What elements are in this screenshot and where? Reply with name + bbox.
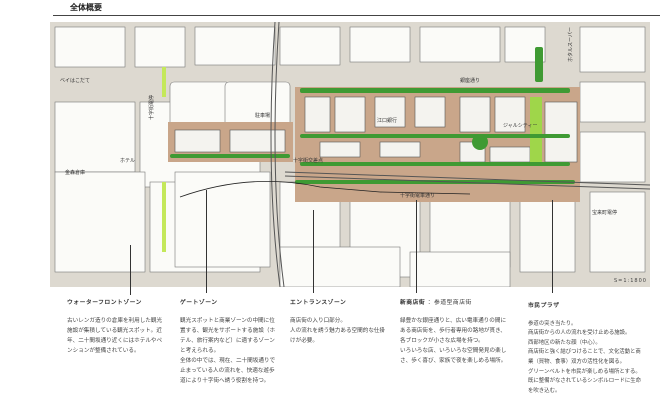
zone-description: 商店街の入り口部分。 人の流れを誘う魅力ある空間的な仕掛けが必要。 [290, 318, 386, 344]
leader-line [206, 190, 207, 293]
page-title: 全体概要 [70, 3, 102, 12]
leader-line [130, 245, 131, 295]
label-parking: 駐車場 [255, 112, 270, 119]
site-plan-map: ベイはこだて ホテル 金森倉庫 駐車場 銀座通り 江口銀行 ジャルシティー 十字… [50, 22, 650, 287]
zone-description: 参道の突き当たり。 商店街からの人の流れを受け止める施設。 西部地区の新たな顔（… [528, 320, 642, 394]
label-tram-street: 十字街電車通り [400, 192, 435, 199]
zone-title: 新商店街 [400, 300, 426, 306]
zone-title-row: 新商店街 ：参道型商店街 [400, 298, 508, 308]
title-rule [53, 15, 660, 16]
greenway-south [162, 182, 166, 252]
zone-new-shopping-street: 新商店街 ：参道型商店街 緑豊かな銀座通りと、広い電車通りの間にある商店街を、歩… [400, 298, 508, 366]
zone-gate: ゲートゾーン 観光スポットと商業ゾーンの中間に位置する、観光をサポートする施設（… [180, 298, 278, 386]
leader-line [416, 200, 417, 293]
zone-description: 緑豊かな銀座通りと、広い電車通りの間にある商店街を、歩行者専用の路地が貫き、各ブ… [400, 318, 507, 364]
leader-line [552, 200, 553, 293]
zone-description: 古いレンガ造りの倉庫を利用した観光施設が集積している観光スポット。近年、二十間坂… [67, 318, 163, 354]
label-super: ホタルスーパー [567, 27, 574, 62]
zone-subtitle: ：参道型商店街 [427, 300, 472, 306]
zone-title: ゲートゾーン [180, 300, 218, 306]
label-bank: 江口銀行 [377, 117, 397, 124]
label-ginza: 銀座通り [460, 77, 480, 84]
green-belt [530, 97, 542, 162]
label-hotel: ホテル [120, 158, 135, 164]
leader-line [313, 210, 314, 293]
label-jal: ジャルシティー [503, 123, 537, 129]
label-jujigai-stop: 十字街電停 [148, 95, 155, 120]
label-bay: ベイはこだて [60, 78, 90, 84]
tram-tracks [270, 22, 650, 287]
zone-title: ウォーターフロントゾーン [67, 300, 142, 306]
greenway-north [162, 67, 166, 97]
zone-title: エントランスゾーン [290, 300, 347, 306]
tree-rows [170, 47, 575, 184]
zone-title: 市民プラザ [528, 303, 560, 309]
zone-entrance: エントランスゾーン 商店街の入り口部分。 人の流れを誘う魅力ある空間的な仕掛けが… [290, 298, 390, 346]
buildings [174, 96, 578, 163]
zone-description: 観光スポットと商業ゾーンの中間に位置する、観光をサポートする施設（ホテル、旅行案… [180, 318, 276, 384]
zone-waterfront: ウォーターフロントゾーン 古いレンガ造りの倉庫を利用した観光施設が集積している観… [67, 298, 167, 356]
label-intersection: 十字街交差点 [293, 157, 323, 164]
map-scale: S=1:1800 [614, 278, 647, 284]
label-warehouse: 金森倉庫 [65, 169, 85, 176]
walking-route [179, 180, 471, 198]
zone-civic-plaza: 市民プラザ 参道の突き当たり。 商店街からの人の流れを受け止める施設。 西部地区… [528, 302, 646, 396]
label-horaicho: 宝来町電停 [592, 209, 617, 216]
